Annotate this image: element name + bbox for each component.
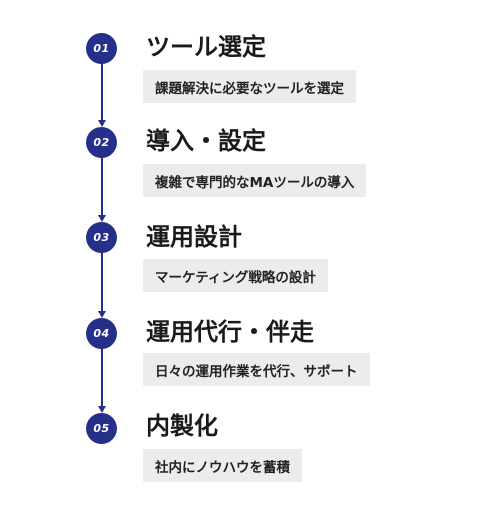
- step-title: 内製化: [146, 412, 218, 440]
- step-number: 01: [93, 42, 110, 55]
- step-title: ツール選定: [146, 33, 266, 61]
- connector-line-1: [101, 63, 103, 121]
- connector-line-4: [101, 348, 103, 407]
- step-description: 日々の運用作業を代行、サポート: [143, 353, 370, 386]
- step-description: 複雑で専門的なMAツールの導入: [143, 164, 367, 197]
- step-title: 運用設計: [146, 223, 242, 251]
- step-number-badge: 04: [86, 318, 117, 349]
- step-description: 課題解決に必要なツールを選定: [143, 70, 356, 103]
- arrow-down-icon: [98, 120, 106, 127]
- step-title: 運用代行・伴走: [146, 318, 314, 346]
- step-title: 導入・設定: [146, 127, 266, 155]
- step-number-badge: 01: [86, 33, 117, 64]
- step-description: 社内にノウハウを蓄積: [143, 449, 302, 482]
- step-number-badge: 05: [86, 413, 117, 444]
- connector-line-3: [101, 252, 103, 312]
- step-number-badge: 03: [86, 222, 117, 253]
- step-number: 04: [93, 327, 110, 340]
- connector-line-2: [101, 157, 103, 216]
- step-description: マーケティング戦略の設計: [143, 259, 328, 292]
- arrow-down-icon: [98, 311, 106, 318]
- arrow-down-icon: [98, 406, 106, 413]
- step-number: 05: [93, 422, 110, 435]
- step-number: 03: [93, 231, 110, 244]
- arrow-down-icon: [98, 215, 106, 222]
- step-number: 02: [93, 136, 110, 149]
- step-number-badge: 02: [86, 127, 117, 158]
